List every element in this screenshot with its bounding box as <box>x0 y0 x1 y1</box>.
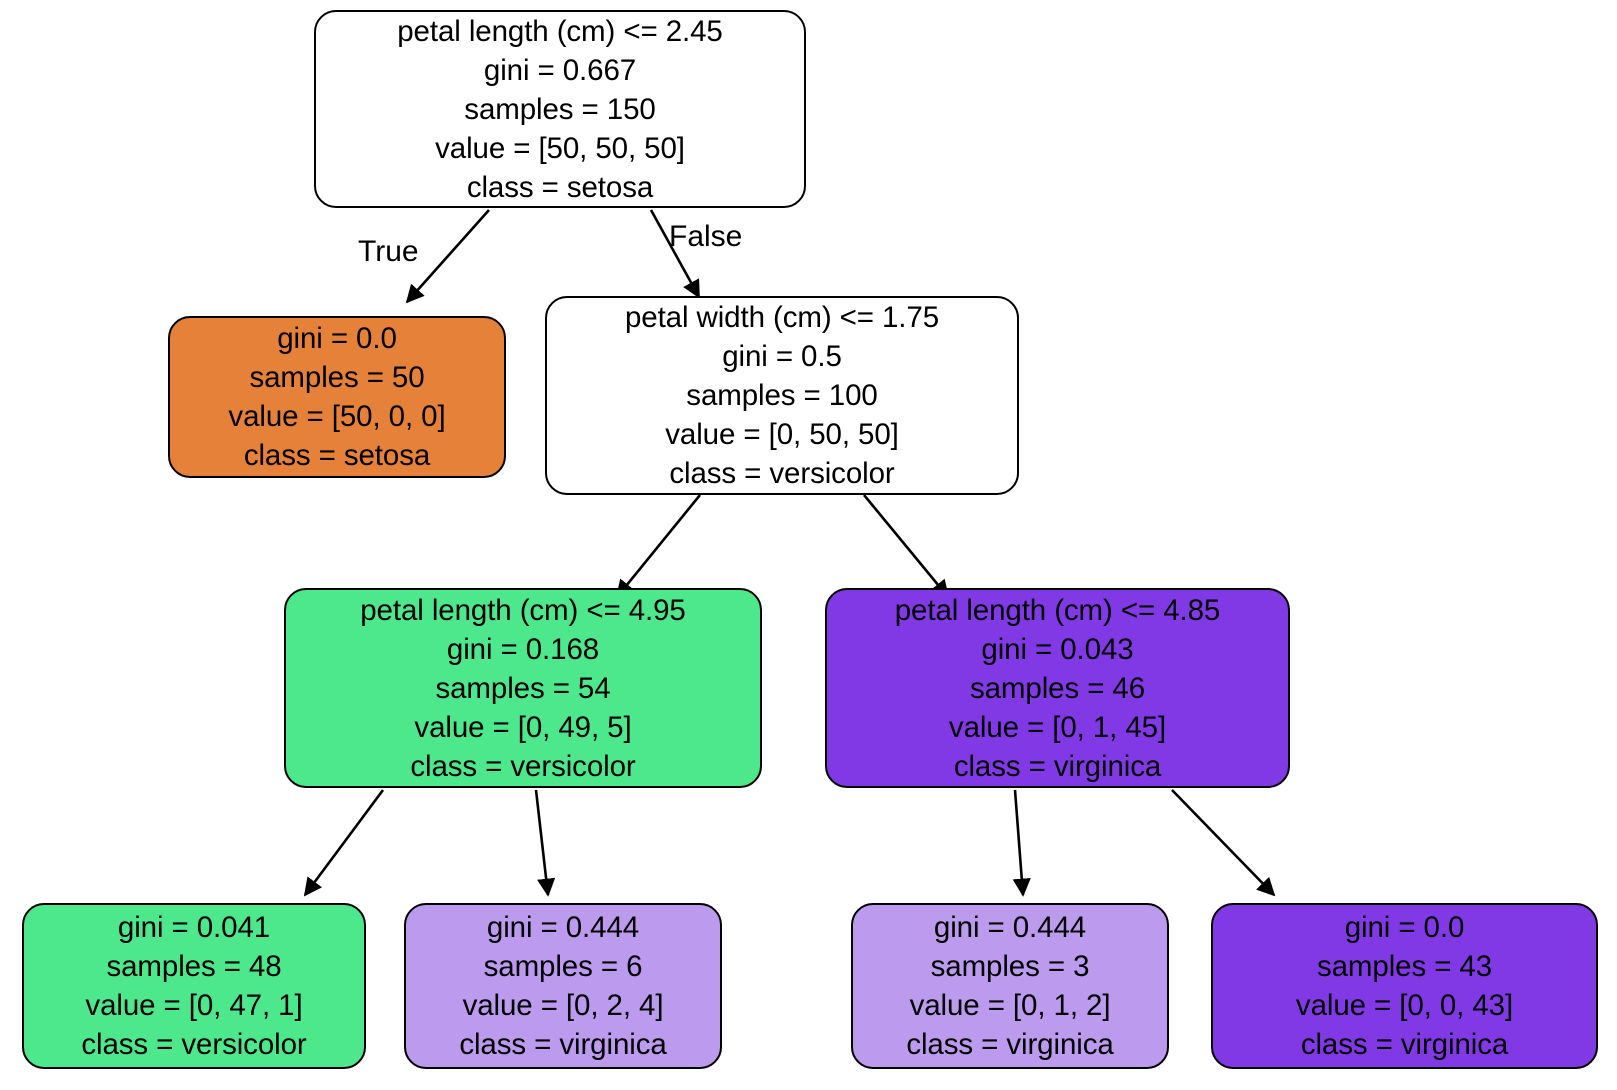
node-value: value = [50, 0, 0] <box>228 400 446 433</box>
edge-label-true: True <box>358 235 419 268</box>
node-gini: gini = 0.444 <box>486 911 640 944</box>
node-samples: samples = 54 <box>435 671 611 705</box>
node-gini: gini = 0.0 <box>1344 911 1465 944</box>
edge-virginica-to-leaf3 <box>1012 789 1031 897</box>
tree-node-petal-length-495[interactable]: petal length (cm) <= 4.95 gini = 0.168 s… <box>284 588 762 788</box>
tree-node-petal-width[interactable]: petal width (cm) <= 1.75 gini = 0.5 samp… <box>545 296 1019 495</box>
node-class: class = virginica <box>459 1028 667 1061</box>
edge-versicolor-to-leaf6 <box>534 789 556 897</box>
node-value: value = [0, 1, 45] <box>948 710 1167 744</box>
edge-petalwidth-to-versicolor-node <box>615 494 702 599</box>
node-samples: samples = 50 <box>249 361 425 394</box>
tree-node-leaf-virginica-43[interactable]: gini = 0.0 samples = 43 value = [0, 0, 4… <box>1211 903 1598 1069</box>
node-samples: samples = 3 <box>930 950 1090 983</box>
edge-label-false: False <box>669 220 743 253</box>
tree-node-leaf-versicolor-48[interactable]: gini = 0.041 samples = 48 value = [0, 47… <box>22 903 366 1069</box>
node-value: value = [0, 1, 2] <box>909 989 1111 1022</box>
node-samples: samples = 46 <box>969 671 1146 705</box>
node-class: class = setosa <box>243 439 431 472</box>
node-condition: petal length (cm) <= 4.95 <box>360 593 686 627</box>
node-gini: gini = 0.168 <box>446 632 600 666</box>
edge-versicolor-to-leaf48 <box>303 789 385 897</box>
node-samples: samples = 43 <box>1316 950 1493 983</box>
node-condition: petal length (cm) <= 4.85 <box>894 593 1221 627</box>
node-value: value = [0, 49, 5] <box>414 710 632 744</box>
edge-virginica-to-leaf43 <box>1171 789 1276 897</box>
tree-node-petal-length-485[interactable]: petal length (cm) <= 4.85 gini = 0.043 s… <box>825 588 1290 788</box>
node-gini: gini = 0.043 <box>981 632 1134 666</box>
node-class: class = virginica <box>1300 1028 1509 1061</box>
node-value: value = [0, 50, 50] <box>665 418 899 451</box>
node-value: value = [50, 50, 50] <box>435 131 685 165</box>
node-condition: petal length (cm) <= 2.45 <box>397 14 723 48</box>
node-samples: samples = 48 <box>106 950 282 983</box>
node-gini: gini = 0.041 <box>117 911 271 944</box>
node-gini: gini = 0.444 <box>933 911 1087 944</box>
tree-node-leaf-setosa[interactable]: gini = 0.0 samples = 50 value = [50, 0, … <box>168 316 506 478</box>
node-value: value = [0, 0, 43] <box>1295 989 1514 1022</box>
node-class: class = versicolor <box>81 1028 307 1061</box>
node-class: class = versicolor <box>669 457 895 490</box>
node-class: class = setosa <box>466 170 654 204</box>
node-gini: gini = 0.5 <box>722 340 842 373</box>
tree-node-leaf-virginica-3[interactable]: gini = 0.444 samples = 3 value = [0, 1, … <box>851 903 1169 1069</box>
node-samples: samples = 6 <box>483 950 643 983</box>
node-condition: petal width (cm) <= 1.75 <box>624 301 940 334</box>
node-value: value = [0, 47, 1] <box>85 989 303 1022</box>
tree-node-leaf-virginica-6[interactable]: gini = 0.444 samples = 6 value = [0, 2, … <box>404 903 722 1069</box>
tree-node-root[interactable]: petal length (cm) <= 2.45 gini = 0.667 s… <box>314 10 806 208</box>
node-class: class = versicolor <box>410 749 636 783</box>
edge-petalwidth-to-virginica-node <box>862 494 950 599</box>
node-samples: samples = 100 <box>686 379 878 412</box>
node-samples: samples = 150 <box>464 92 656 126</box>
node-gini: gini = 0.667 <box>483 53 637 87</box>
node-gini: gini = 0.0 <box>277 322 397 355</box>
node-class: class = virginica <box>906 1028 1114 1061</box>
node-value: value = [0, 2, 4] <box>462 989 664 1022</box>
node-class: class = virginica <box>953 749 1162 783</box>
edge-root-to-setosa <box>405 209 490 304</box>
